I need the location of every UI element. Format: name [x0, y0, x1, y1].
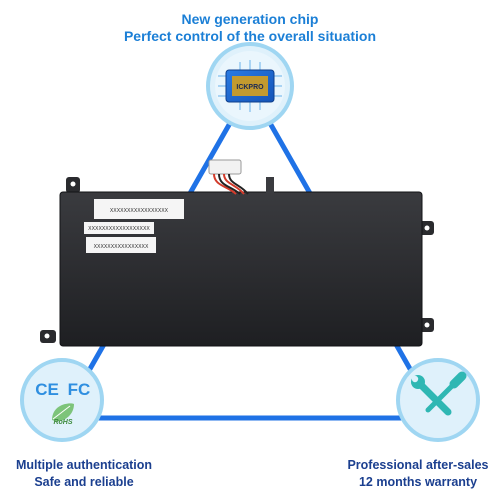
rohs-leaf-icon — [52, 403, 74, 422]
warranty-badge — [396, 358, 480, 442]
battery-label-sticker: XXXXXXXXXXXXXXXXXX — [84, 222, 154, 234]
chip-badge: ICKPRO — [206, 42, 294, 130]
caption-left-line2: Safe and reliable — [34, 475, 134, 489]
battery-label-text: XXXXXXXXXXXXXXXX — [94, 244, 149, 250]
caption-right-line1: Professional after-sales — [347, 458, 489, 472]
battery-label-sticker: XXXXXXXXXXXXXXXXX — [94, 199, 184, 219]
rohs-label: RoHS — [53, 419, 72, 426]
caption-right-line2: 12 months warranty — [358, 475, 478, 489]
laptop-battery: XXXXXXXXXXXXXXXXX XXXXXXXXXXXXXXXXXX XXX… — [40, 159, 434, 347]
chip-label: ICKPRO — [236, 84, 264, 91]
headline-line1: New generation chip — [181, 11, 319, 27]
battery-connector — [208, 159, 274, 195]
ce-mark-icon: CE — [35, 380, 59, 399]
battery-label-text: XXXXXXXXXXXXXXXXXX — [88, 226, 150, 232]
battery-label-sticker: XXXXXXXXXXXXXXXX — [86, 237, 156, 253]
certification-badge: CE FC RoHS — [20, 358, 104, 442]
fc-mark-icon: FC — [68, 380, 91, 399]
headline-line2: Perfect control of the overall situation — [123, 28, 377, 44]
battery-label-text: XXXXXXXXXXXXXXXXX — [110, 208, 169, 214]
tools-icon — [411, 371, 467, 416]
caption-left-line1: Multiple authentication — [15, 458, 153, 472]
